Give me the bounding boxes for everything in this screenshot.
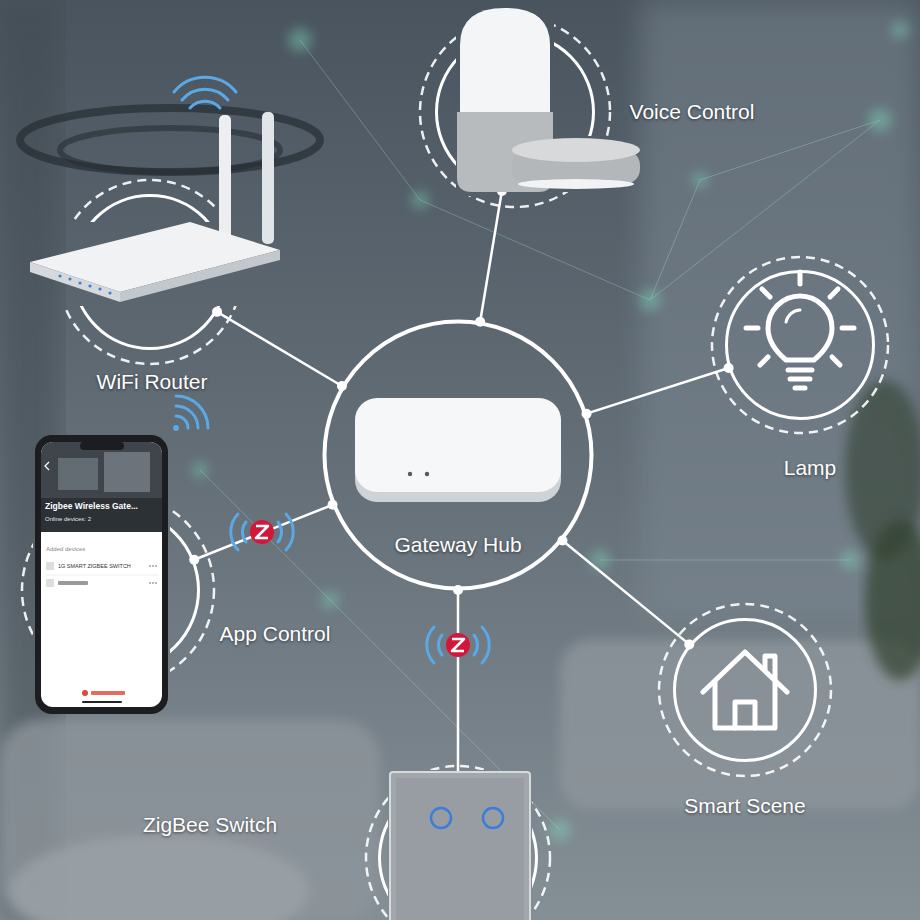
solid-ring [437,34,594,191]
solid-ring [38,510,199,671]
ring-outline [378,778,538,920]
device-circle: Voice Control [435,32,595,192]
header-photo [104,452,150,492]
node-label: App Control [220,622,331,646]
touch-button [431,808,451,828]
network-lines [200,40,880,830]
solid-ring [325,322,592,589]
phone-illustration [35,435,168,714]
connector-line [217,312,342,386]
connector-line [587,368,729,414]
screen-text: Zigbee Wireless Gate... [45,502,138,511]
device-circle: Smart Scene [673,618,817,762]
connector-line [562,541,689,645]
device-circle: WiFi Router [72,194,228,350]
phone-body [35,435,168,714]
dashed-ring [659,604,831,776]
node-label: Voice Control [630,100,755,124]
connector-line [194,505,332,560]
ring-group [22,494,214,686]
mini-speaker-top [512,138,640,162]
ring-group [712,257,888,433]
screen-text: 1G SMART ZIGBEE SWITCH [58,563,131,569]
hub-led [408,472,412,476]
device-icon [46,579,54,587]
screen-header [41,442,162,532]
zigbee-icon [427,627,489,663]
touch-button [483,808,503,828]
ring-group [659,604,831,776]
connector-line [480,191,502,322]
wifi-signal [174,77,236,108]
node-label: ZigBee Switch [143,813,277,837]
ring-group [366,766,550,920]
hub-led [425,472,429,476]
add-button-icon [82,690,88,696]
node-label: Gateway Hub [394,533,521,557]
hub-top [355,398,561,492]
solid-ring [675,620,816,761]
plant [865,520,920,680]
solid-ring [727,272,874,419]
phone-notch [80,442,124,450]
header-photo [58,458,98,490]
solid-ring [74,196,227,349]
house-icon [703,652,787,728]
ring-outline [435,32,595,192]
connector-line [457,590,460,778]
smart-speaker [457,8,640,192]
node-label: Lamp [784,456,837,480]
device-circle: Lamp [725,270,875,420]
list-row [58,581,88,585]
screen-text: Online devices: 2 [45,516,91,523]
dashed-ring [366,766,550,920]
home-indicator [82,701,122,703]
gateway-hub-device [355,398,561,502]
back-arrow [45,462,49,470]
more-dots [149,565,157,584]
pendant-lamp [20,108,320,172]
ring-outline [673,618,817,762]
pendant-lamp [60,128,280,172]
list-divider [46,575,158,576]
speaker-top [460,8,550,120]
router-side [120,250,280,302]
ring-group [325,322,592,589]
lamp-icon [746,272,854,388]
device-icon [46,562,54,570]
router-leds [58,274,111,294]
device-circle: Gateway Hub [323,320,593,590]
ottoman [10,835,310,920]
dashed-ring [22,494,214,686]
router-antenna [262,112,274,244]
solid-ring [380,780,537,920]
device-circle: App Control [36,508,200,672]
screen-text: Added devices [46,546,85,553]
ring-group [420,17,610,207]
dashed-ring [58,180,242,364]
zigbee-icon [231,514,293,550]
ring-outline [36,508,200,672]
bokeh-lights [192,21,909,841]
sofa [560,640,920,810]
ring-outline [725,270,875,420]
switch-face [396,778,524,920]
dashed-ring [420,17,610,207]
ring-outline [72,194,228,350]
add-button [91,691,125,695]
router-antenna [219,115,231,240]
dashed-ring [712,257,888,433]
device-circle: ZigBee Switch [378,778,538,920]
node-label: WiFi Router [97,370,208,394]
node-label: Smart Scene [684,794,805,818]
wifi-signal [173,396,208,431]
ring-group [58,180,242,364]
